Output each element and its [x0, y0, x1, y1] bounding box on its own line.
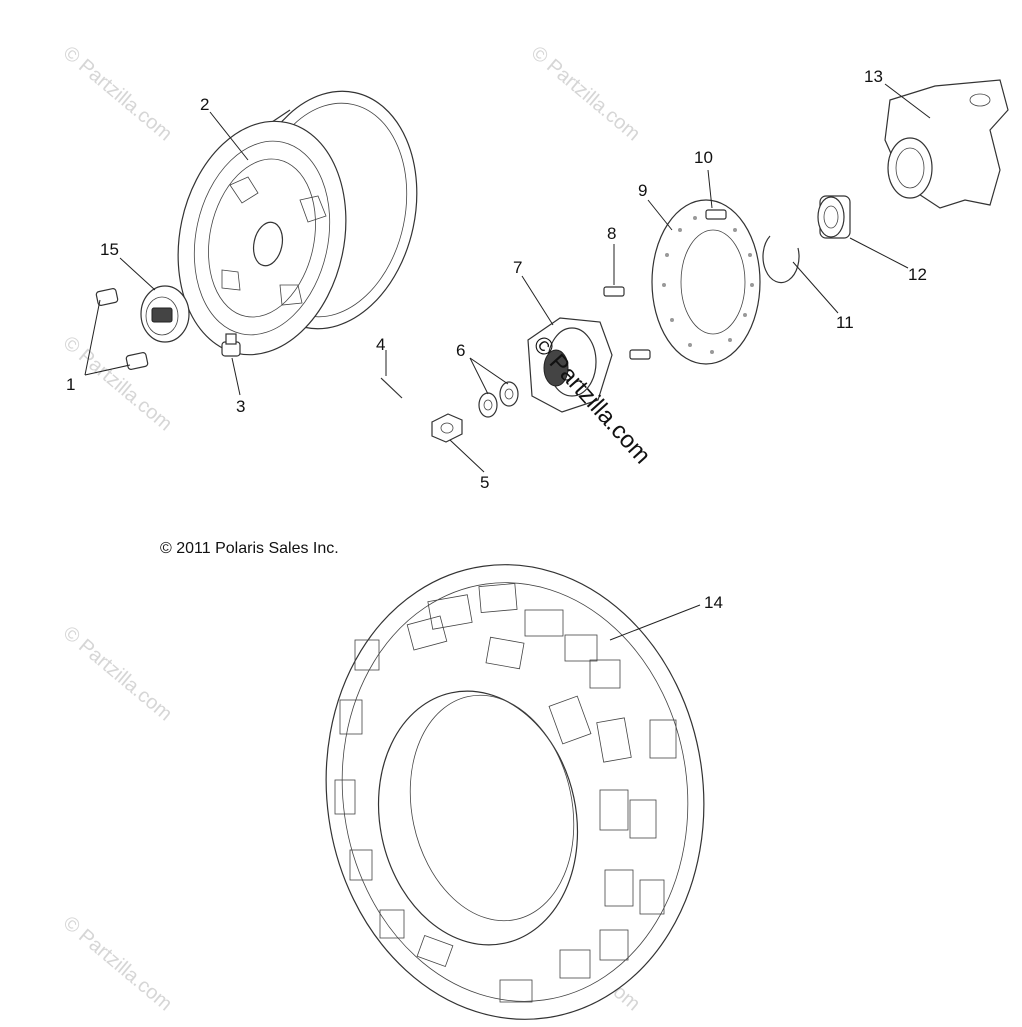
- callout-7: 7: [513, 258, 522, 277]
- retaining-ring-part: [762, 235, 800, 284]
- stud-part: [95, 288, 149, 370]
- valve-stem-part: [221, 333, 241, 357]
- watermark: © Partzilla.com: [527, 42, 644, 145]
- bearing-part: [817, 195, 851, 239]
- leader-lines: [84, 83, 931, 641]
- watermark: © Partzilla.com: [59, 332, 176, 435]
- callout-11: 11: [836, 313, 854, 332]
- copyright-notice: © 2011 Polaris Sales Inc.: [160, 540, 339, 557]
- washer-part: [478, 381, 519, 418]
- callout-3: 3: [236, 397, 245, 416]
- watermark: © Partzilla.com: [59, 912, 176, 1015]
- callout-13: 13: [864, 67, 883, 86]
- screw-part: [705, 209, 727, 220]
- callout-9: 9: [638, 181, 647, 200]
- callout-4: 4: [376, 335, 385, 354]
- callout-8: 8: [607, 224, 616, 243]
- callout-6: 6: [456, 341, 465, 360]
- wheel-hub-part: [527, 317, 613, 413]
- wheel-rim-part: [177, 90, 418, 356]
- knuckle-part: [884, 79, 1009, 209]
- callout-10: 10: [694, 148, 713, 167]
- callout-1: 1: [66, 375, 75, 394]
- callout-14: 14: [704, 593, 723, 612]
- callouts: 2 15 1 3 4 5 6 7 8 9 10 11 12 13 14: [66, 67, 927, 612]
- brake-disc-part: [651, 199, 761, 365]
- callout-15: 15: [100, 240, 119, 259]
- tire-part: [325, 564, 705, 1020]
- bolt-part: [603, 286, 651, 360]
- hub-cap-part: [140, 285, 190, 343]
- watermark: © Partzilla.com: [59, 622, 176, 725]
- callout-5: 5: [480, 473, 489, 492]
- callout-2: 2: [200, 95, 209, 114]
- nut-part: [431, 413, 463, 443]
- watermark: © Partzilla.com: [59, 42, 176, 145]
- callout-12: 12: [908, 265, 927, 284]
- cotter-pin-part: [380, 377, 403, 399]
